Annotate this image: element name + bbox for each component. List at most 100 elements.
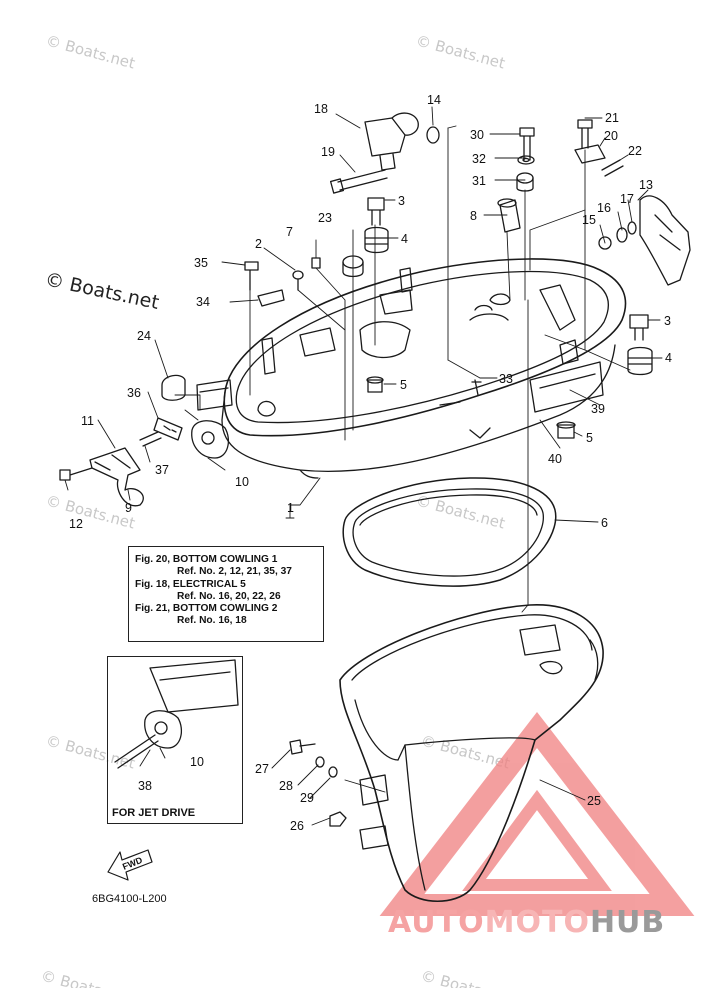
- part-number: 15: [582, 213, 596, 227]
- note-ref: Ref. No. 2, 12, 21, 35, 37: [177, 566, 292, 578]
- part-number: 4: [401, 232, 408, 246]
- part-number: 16: [597, 201, 611, 215]
- nut-26: [329, 811, 347, 827]
- jet-cowling-detail: [149, 659, 239, 713]
- washer-32: [517, 155, 535, 165]
- part-number: 22: [628, 144, 642, 158]
- part-number: 33: [499, 372, 513, 386]
- brand-logo-mark: [379, 711, 695, 916]
- washer-29: [328, 766, 338, 778]
- part-number: 39: [591, 402, 605, 416]
- note-ref: Ref. No. 16, 18: [177, 615, 247, 627]
- part-number-labels: 1 2 3 3 4 4 5 5 6 7 8 9 10 10 11 12 13 1…: [69, 93, 672, 833]
- part-number: 7: [286, 225, 293, 239]
- brand-wordmark: AUTOMOTOHUB: [388, 905, 665, 940]
- main-watermark: © Boats.net: [43, 268, 161, 314]
- bushing-8: [497, 198, 521, 233]
- diagram-code: 6BG4100-L200: [92, 893, 167, 905]
- brand-part-1: AUTO: [388, 905, 485, 940]
- brand-part-3: HUB: [589, 905, 666, 940]
- note-ref: Ref. No. 16, 20, 22, 26: [177, 590, 281, 602]
- bolt-3-top: [367, 197, 385, 226]
- bolt-21: [577, 119, 593, 149]
- part-number: 37: [155, 463, 169, 477]
- plate-36: [153, 417, 183, 441]
- watermark: © Boats.net: [44, 31, 137, 72]
- shift-lever-13: [639, 195, 691, 286]
- watermark: © Boats.net: [414, 31, 507, 72]
- part-number: 26: [290, 819, 304, 833]
- bolt-30: [519, 127, 535, 161]
- grommet-10-jet: [144, 710, 182, 749]
- part-number: 30: [470, 128, 484, 142]
- watermark: © Boats.net: [414, 491, 507, 532]
- part-number: 9: [125, 501, 132, 515]
- part-number: 36: [127, 386, 141, 400]
- bolt-3-right: [629, 314, 649, 341]
- part-number: 14: [427, 93, 441, 107]
- reference-note-box: Fig. 20, BOTTOM COWLING 1 Ref. No. 2, 12…: [128, 546, 324, 642]
- part-number: 13: [639, 178, 653, 192]
- part-number: 1: [287, 501, 294, 515]
- bolt-35: [244, 261, 259, 291]
- part-number: 3: [664, 314, 671, 328]
- bracket-9-11: [89, 447, 144, 507]
- part-number: 5: [586, 431, 593, 445]
- screw-22: [601, 159, 624, 177]
- screw-19: [329, 169, 388, 194]
- part-number: 29: [300, 791, 314, 805]
- part-number: 10: [235, 475, 249, 489]
- grommet-24: [161, 374, 186, 401]
- bottom-cowling-tray: [196, 258, 627, 479]
- part-number: 3: [398, 194, 405, 208]
- part-number: 24: [137, 329, 151, 343]
- part-number: 23: [318, 211, 332, 225]
- note-fig: Fig. 20, BOTTOM COWLING 1: [135, 554, 278, 565]
- jet-drive-label: FOR JET DRIVE: [112, 807, 196, 819]
- part-number: 4: [665, 351, 672, 365]
- screw-33: [471, 379, 482, 396]
- part-number: 8: [470, 209, 477, 223]
- part-number: 6: [601, 516, 608, 530]
- bolt-7: [311, 257, 321, 269]
- part-number: 21: [605, 111, 619, 125]
- part-number: 2: [255, 237, 262, 251]
- part-number: 27: [255, 762, 269, 776]
- clip-34: [257, 289, 285, 307]
- part-number: 38: [138, 779, 152, 793]
- part-number: 11: [81, 414, 94, 428]
- part-number: 10: [190, 755, 204, 769]
- washer-17: [627, 221, 637, 235]
- grommet-4-right: [627, 346, 653, 376]
- bracket-18: [364, 112, 419, 171]
- screw-37: [139, 431, 162, 447]
- part-number: 34: [196, 295, 210, 309]
- part-number: 18: [314, 102, 328, 116]
- watermark: © Boats.net: [39, 966, 132, 988]
- note-fig: Fig. 18, ELECTRICAL 5: [135, 578, 246, 590]
- plate-20: [574, 144, 606, 164]
- note-fig: Fig. 21, BOTTOM COWLING 2: [135, 603, 278, 615]
- washer-28: [315, 756, 325, 768]
- bolt-12: [59, 467, 93, 481]
- cable-38: [114, 734, 159, 769]
- grommet-4-top: [364, 226, 389, 254]
- cowling-seal-gasket: [342, 477, 557, 587]
- part-number: 12: [69, 517, 83, 531]
- part-number: 19: [321, 145, 335, 159]
- jet-drive-inset: [107, 656, 243, 824]
- part-number: 31: [472, 174, 486, 188]
- part-number: 40: [548, 452, 562, 466]
- grommet-5-left: [366, 376, 384, 393]
- leader-lines: [64, 106, 663, 826]
- bolt-27: [289, 739, 316, 755]
- part-number: 20: [604, 129, 618, 143]
- grommet-15: [598, 236, 612, 250]
- part-number: 28: [279, 779, 293, 793]
- part-number: 17: [620, 192, 634, 206]
- brand-part-2: MOTO: [484, 905, 590, 940]
- screw-2: [292, 270, 304, 291]
- grommet-10: [191, 420, 229, 459]
- part-number: 32: [472, 152, 486, 166]
